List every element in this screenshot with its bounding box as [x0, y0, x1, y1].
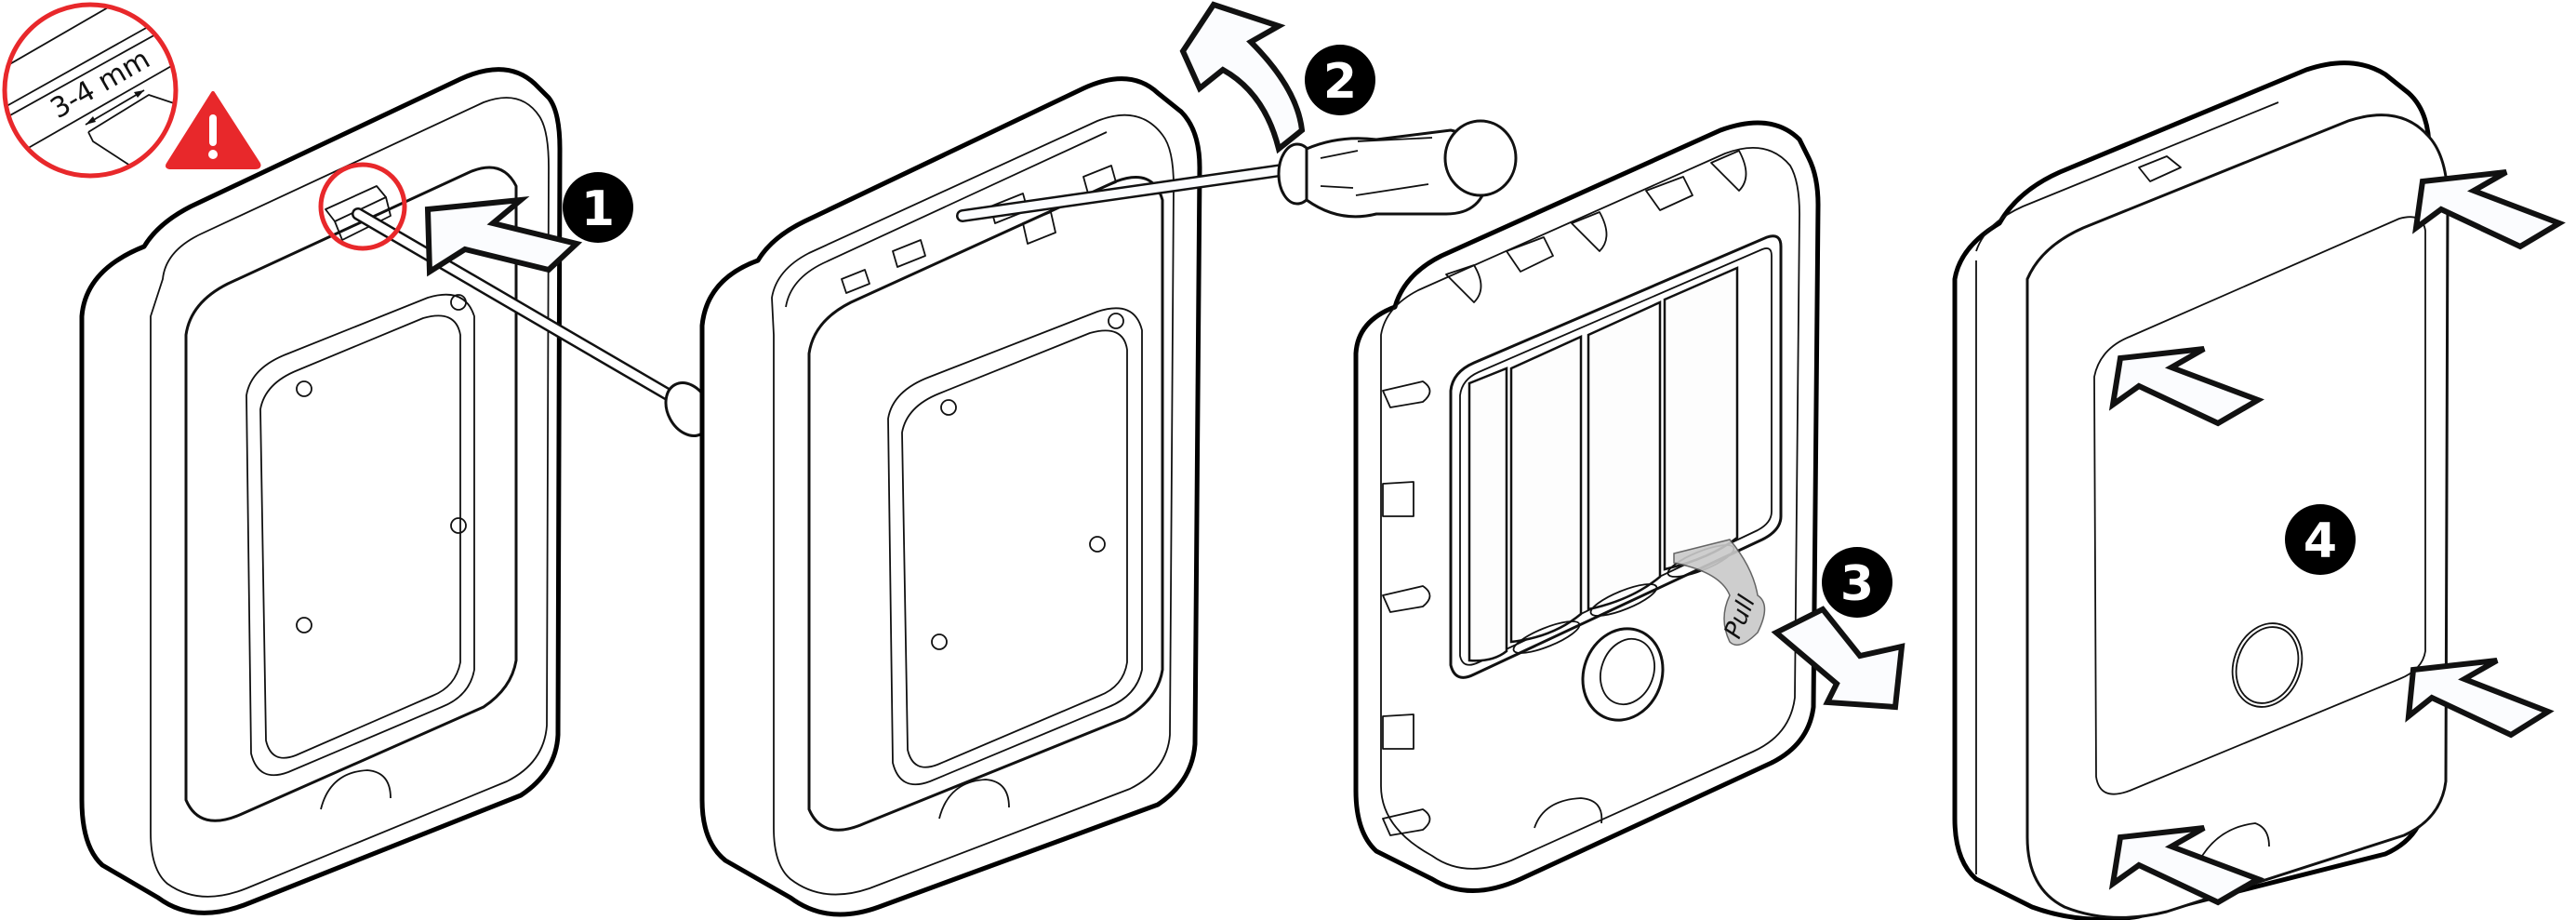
device-step-3-battery-frame: Pull	[1353, 120, 1905, 893]
svg-text:4: 4	[2304, 513, 2337, 569]
step-2-badge: 2	[1305, 45, 1375, 115]
device-step-2	[699, 1, 1518, 917]
push-arrow-icon	[424, 196, 583, 277]
svg-text:3: 3	[1840, 556, 1874, 612]
battery-cells	[1467, 266, 1739, 662]
warning-triangle-icon	[166, 91, 261, 169]
curved-lift-arrow-icon	[1179, 1, 1306, 154]
press-arrow-icon	[2412, 169, 2566, 250]
press-arrow-icon	[2108, 346, 2264, 427]
press-arrows	[2108, 169, 2566, 906]
pull-arrow-icon	[1771, 606, 1905, 711]
magnifier-ring	[2, 2, 179, 179]
screwdriver-icon	[1277, 119, 1518, 219]
press-arrow-icon	[2108, 825, 2264, 906]
press-arrow-icon	[2405, 658, 2555, 739]
step-3-badge: 3	[1822, 547, 1892, 618]
device-step-4-closed	[1952, 60, 2566, 920]
svg-text:2: 2	[1323, 54, 1357, 110]
step-1-badge: 1	[563, 172, 633, 243]
svg-text:1: 1	[581, 181, 615, 237]
magnifier-callout: 3-4 mm	[2, 2, 179, 179]
slot-highlight-ring	[318, 162, 407, 251]
step-4-badge: 4	[2285, 504, 2356, 575]
